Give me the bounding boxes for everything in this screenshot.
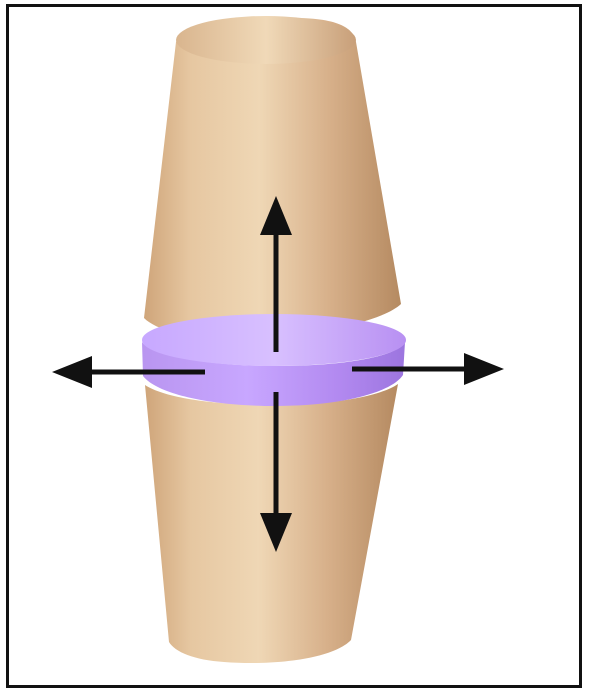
upper-cylinder (144, 16, 401, 338)
